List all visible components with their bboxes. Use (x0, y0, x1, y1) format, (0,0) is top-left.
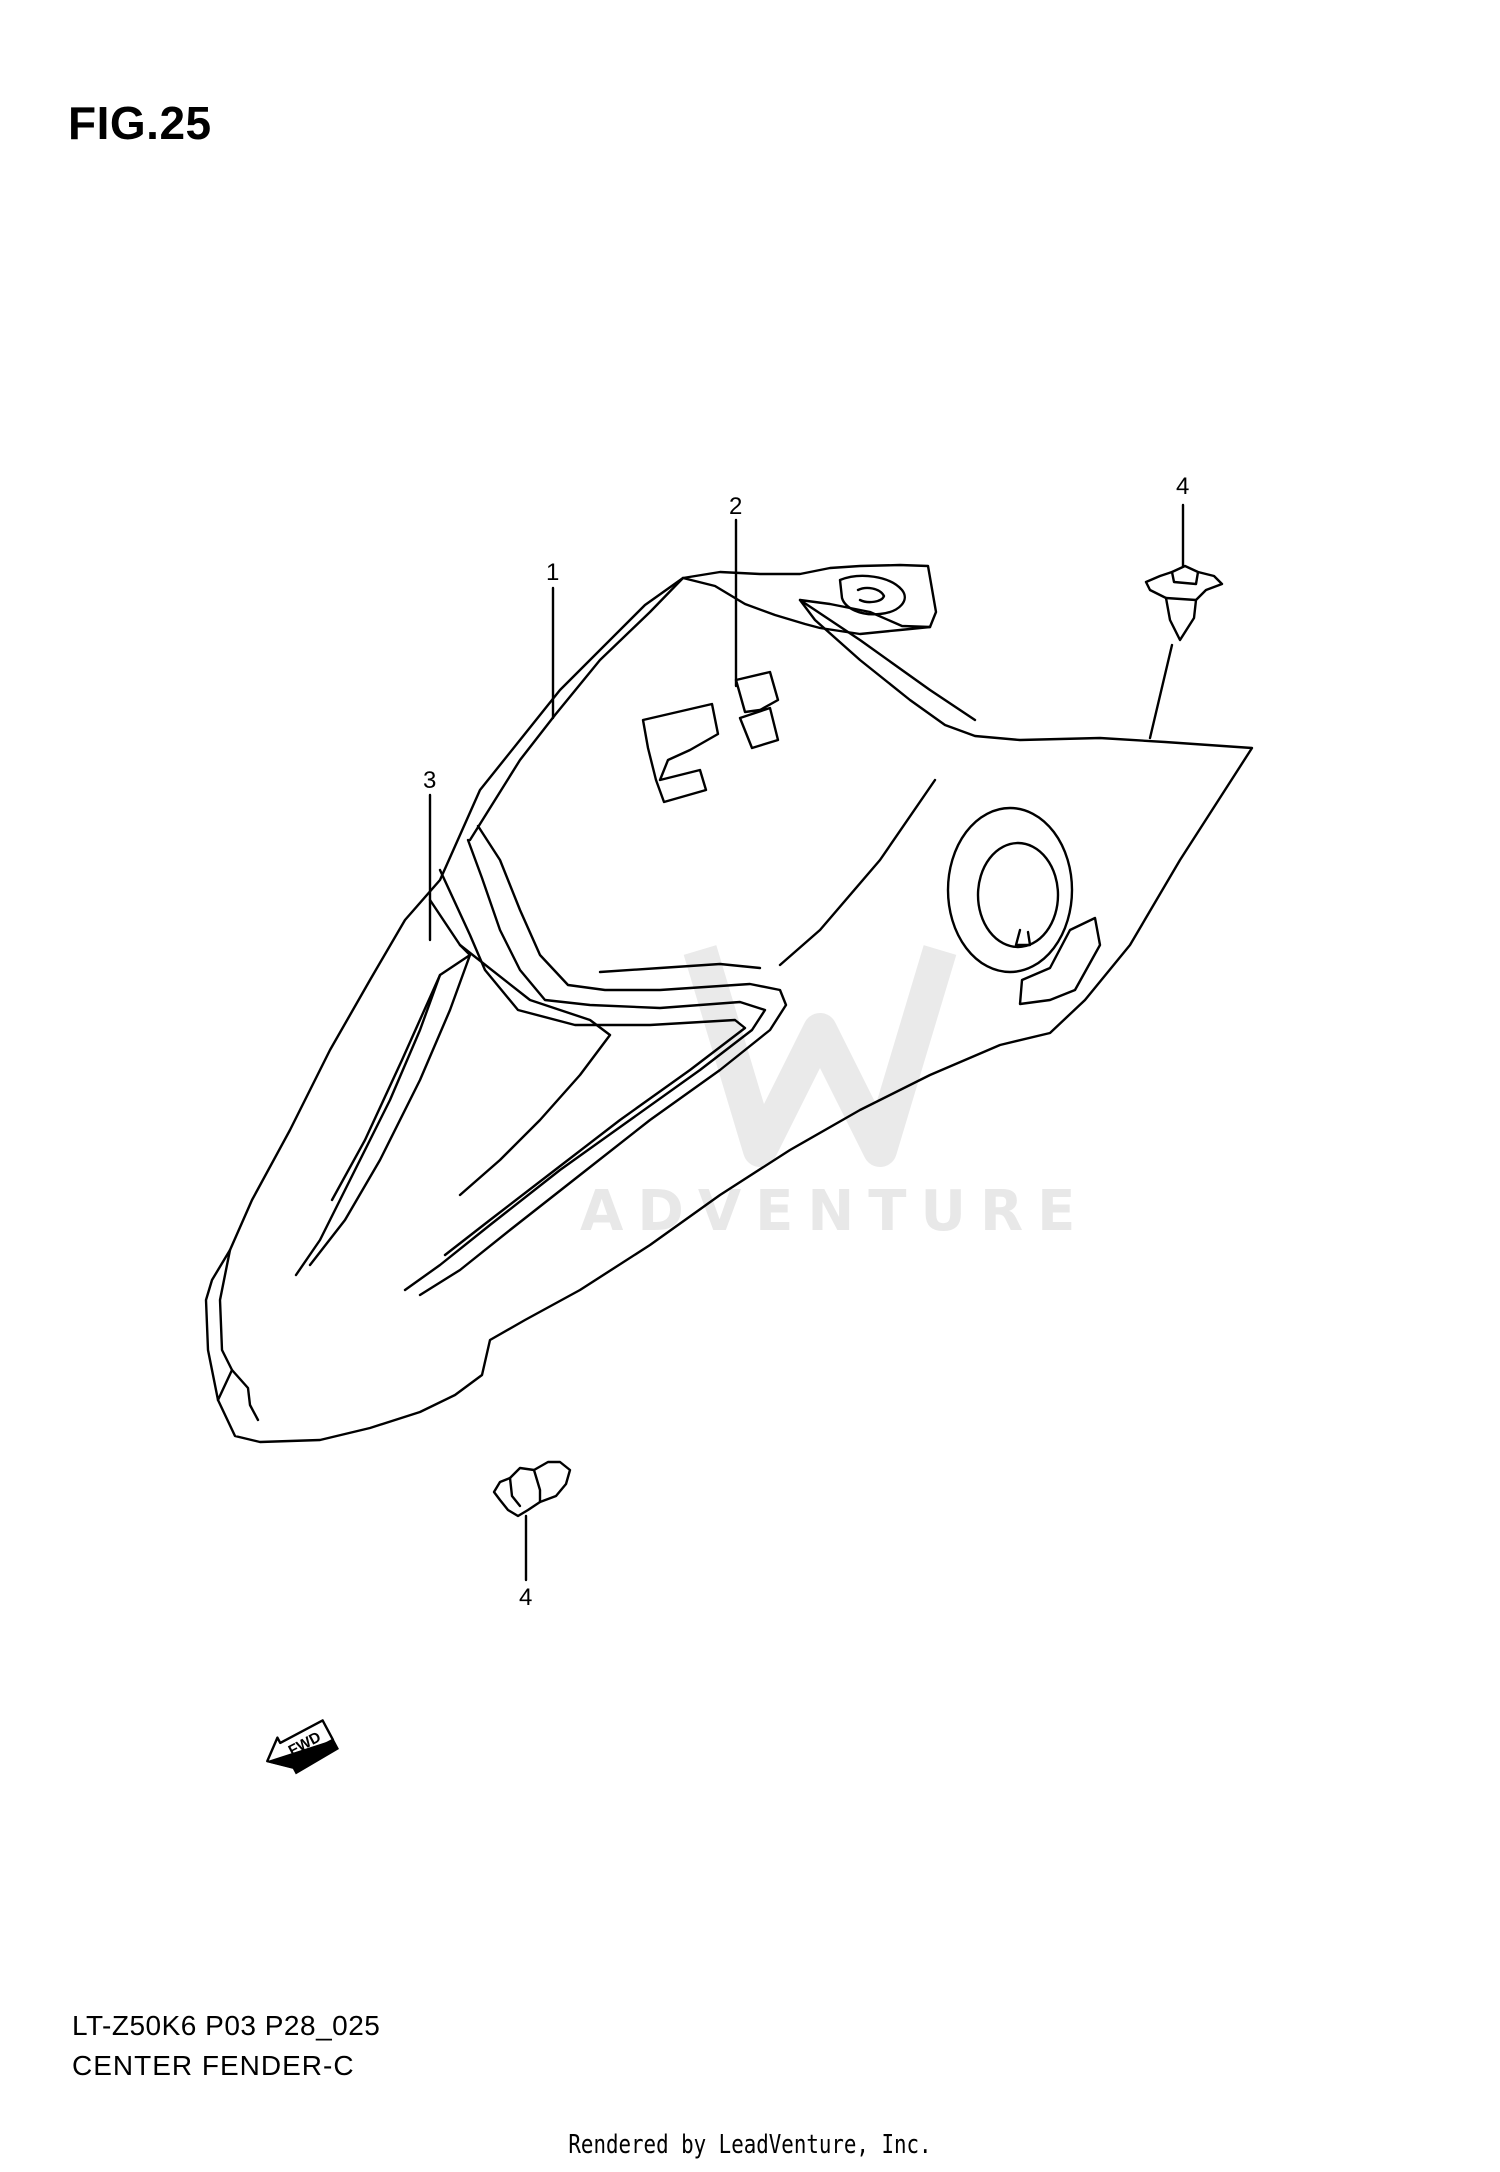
callout-3[interactable]: 3 (423, 767, 436, 794)
callout-1[interactable]: 1 (546, 559, 559, 586)
ring-tab (1018, 916, 1102, 1006)
fender-bottom-lip (216, 1368, 260, 1422)
outer-ring (946, 806, 1074, 974)
leader-line-4-top-b (1148, 643, 1174, 740)
callout-4-bottom[interactable]: 4 (519, 1584, 532, 1611)
rendered-by-footer: Rendered by LeadVenture, Inc. (568, 2130, 932, 2160)
clip-bottom[interactable] (492, 1460, 572, 1518)
callout-4-top[interactable]: 4 (1176, 473, 1189, 500)
fender-top-edge (468, 576, 685, 842)
callout-2[interactable]: 2 (729, 493, 742, 520)
stripe-decal[interactable] (418, 824, 788, 1297)
figure-title: FIG.25 (68, 97, 212, 149)
clip-top[interactable] (1144, 564, 1224, 642)
top-flap (681, 576, 932, 636)
emblem-ring-top (838, 574, 906, 616)
figure-name: CENTER FENDER-C (72, 2050, 355, 2081)
watermark-logo: ADVENTURE (580, 945, 1089, 1244)
figure-code: LT-Z50K6 P03 P28_025 (72, 2010, 381, 2041)
center-fender-outline[interactable] (204, 563, 1254, 1444)
watermark-text: ADVENTURE (580, 1179, 1089, 1244)
suzuki-s-emblem[interactable] (641, 670, 780, 804)
inner-ring (976, 841, 1060, 949)
fwd-arrow-icon: FWD (266, 1719, 339, 1775)
